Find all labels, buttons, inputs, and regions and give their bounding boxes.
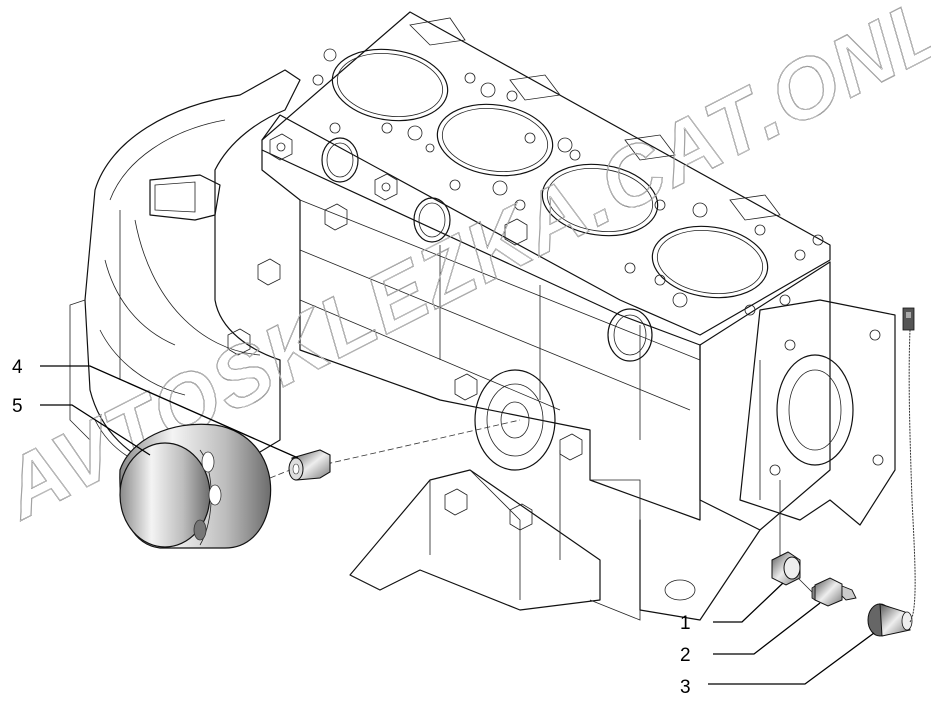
callout-leaders — [40, 365, 875, 685]
part-oil-filter-fitting[interactable] — [269, 449, 331, 481]
callout-number-3[interactable]: 3 — [680, 677, 691, 698]
part-plug[interactable] — [771, 551, 801, 586]
leader-line-4 — [40, 365, 299, 459]
leader-line-2 — [713, 602, 821, 655]
callout-number-1[interactable]: 1 — [680, 613, 691, 634]
callout-number-2[interactable]: 2 — [680, 645, 691, 666]
leader-line-1 — [713, 582, 784, 623]
callout-number-5[interactable]: 5 — [12, 396, 23, 417]
leader-line-5 — [40, 404, 151, 456]
part-sensor-with-wire[interactable] — [867, 307, 916, 637]
part-oil-pressure-sensor[interactable] — [811, 577, 857, 607]
leader-line-3 — [708, 632, 875, 685]
callout-number-4[interactable]: 4 — [12, 357, 23, 378]
part-oil-filter[interactable] — [119, 423, 272, 549]
callout-labels: 4 5 1 2 3 — [12, 357, 691, 698]
